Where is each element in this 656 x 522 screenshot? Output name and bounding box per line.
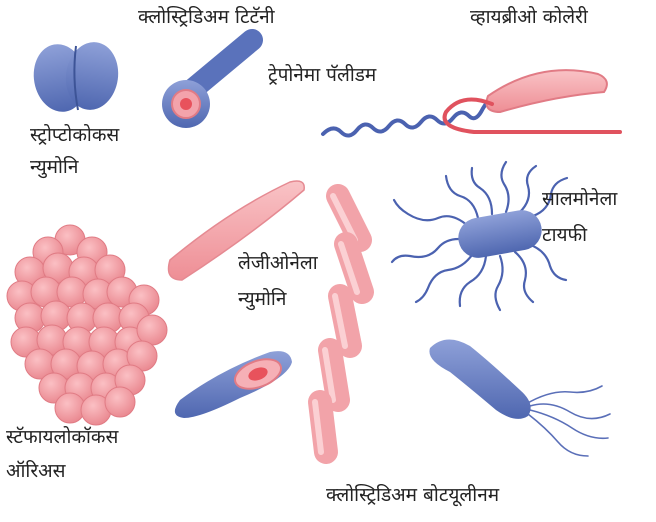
label-salmonella-typhi-line2: टायफी	[542, 224, 587, 248]
label-streptococcus-pneumoniae-line2: न्युमोनि	[30, 156, 78, 180]
label-legionella-pneumophila-line1: लेजीओनेला	[238, 252, 318, 276]
vibrio-cholerae-cell	[445, 70, 620, 132]
salmonella-typhi-cell	[392, 162, 567, 310]
label-vibrio-cholerae: व्हायब्रीओ कोलेरी	[470, 6, 588, 30]
clostridium-botulinum-chain	[315, 196, 362, 452]
clostridium-tetani-cell	[162, 40, 252, 128]
staphylococcus-coccus	[105, 387, 135, 417]
label-treponema-pallidum: ट्रेपोनेमा पॅलीडम	[268, 64, 376, 88]
label-staphylococcus-aureus-line1: स्टॅफायलोकॉकस	[6, 426, 118, 450]
label-salmonella-typhi-line1: सालमोनेला	[542, 188, 617, 212]
spore-forming-rod-cell	[175, 351, 292, 418]
flagellated-curved-rod-cell	[429, 339, 610, 456]
label-clostridium-tetani: क्लोस्ट्रिडिअम टिटॅनी	[138, 6, 275, 30]
staphylococcus-coccus	[55, 393, 85, 423]
staphylococcus-aureus-cluster	[7, 225, 167, 425]
streptococcus-pneumoniae-cell	[28, 39, 122, 116]
label-staphylococcus-aureus-line2: ऑरिअस	[6, 460, 66, 484]
label-clostridium-botulinum: क्लोस्ट्रिडिअम बोटयूलीनम	[326, 484, 499, 508]
staphylococcus-coccus	[137, 315, 167, 345]
label-legionella-pneumophila-line2: न्युमोनि	[238, 288, 286, 312]
label-streptococcus-pneumoniae-line1: स्ट्रोप्टोकोकस	[30, 124, 119, 148]
